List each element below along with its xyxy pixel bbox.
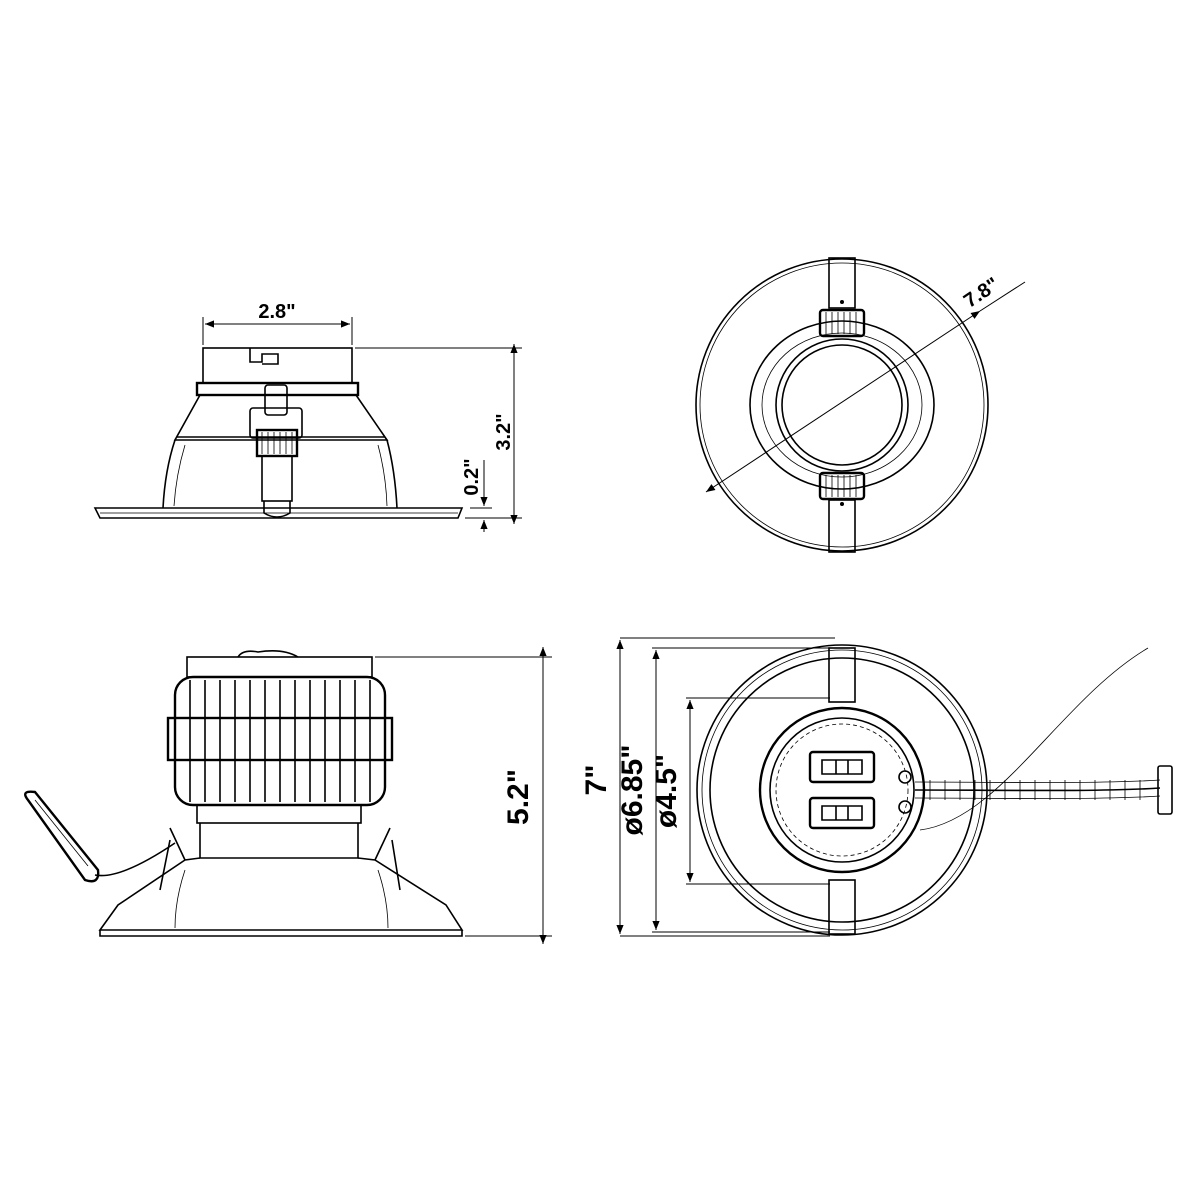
inner-diameter-label: ø4.5" — [650, 754, 683, 828]
height-label: 3.2" — [493, 413, 515, 450]
dimension-4-5: ø4.5" — [650, 697, 830, 885]
flange-label: 0.2" — [461, 458, 483, 495]
dimension-5-2: 5.2" — [375, 647, 552, 944]
height-label-large: 5.2" — [502, 769, 535, 825]
top-view-large — [696, 644, 1173, 936]
dimension-6-85: ø6.85" — [616, 647, 830, 933]
side-view-large — [24, 650, 464, 937]
dimension-3-2: 3.2" — [355, 344, 522, 524]
diameter-label: 7.8" — [960, 273, 1003, 312]
width-label: 2.8" — [258, 301, 295, 323]
dimension-2-8: 2.8" — [202, 301, 353, 345]
dimension-7: 7" — [580, 637, 835, 937]
top-view-small — [695, 257, 989, 553]
overall-label: 7" — [580, 765, 613, 796]
side-view-small — [93, 347, 464, 519]
dimension-0-2: 0.2" — [461, 458, 492, 532]
outer-diameter-label: ø6.85" — [616, 745, 649, 836]
